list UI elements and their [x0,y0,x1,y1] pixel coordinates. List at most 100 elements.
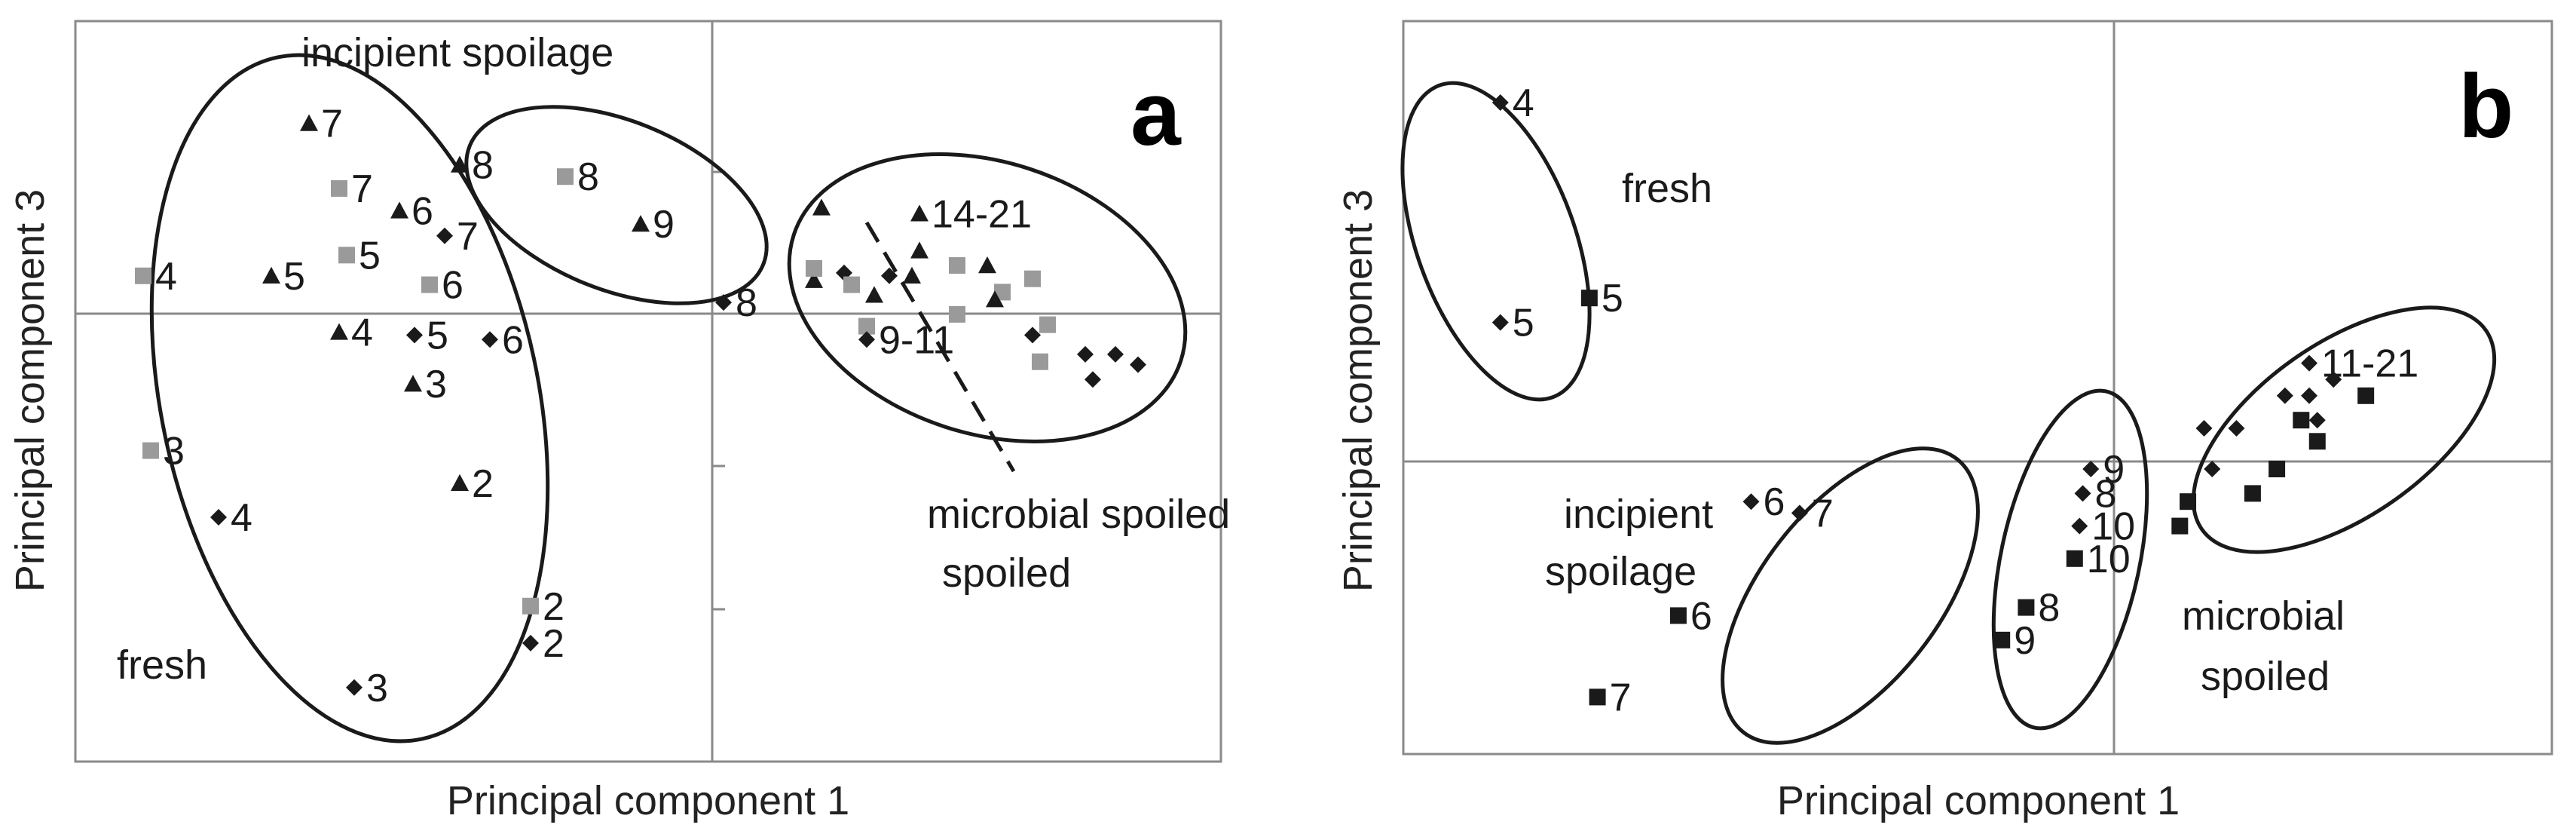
panel-b-point-diamond [2325,371,2342,388]
panel-a-point-square-gray [843,276,860,293]
panel-b-point-label: 7 [1610,676,1632,719]
panel-b-transition-cluster-ellipse [1991,388,2149,731]
panel-b-point-square [2357,387,2375,404]
panel-a-point-diamond [1024,326,1041,344]
panel-b-point-label: 8 [2038,587,2060,630]
panel-b-point-label: 7 [1812,492,1834,535]
panel-a-point-triangle [451,474,469,491]
panel-a-point-diamond [1077,345,1094,363]
panel-b-point-diamond [2301,387,2318,404]
panel-a-point-triangle [978,256,996,274]
panel-b-point-diamond [2228,420,2245,437]
panel-b-point-square [1993,631,2011,648]
panel-a-point-label: 8 [577,155,599,199]
panel-b-point-diamond [2276,387,2293,404]
panel-b-point-label: 6 [1763,480,1785,524]
panel-a-point-label: 5 [359,234,381,277]
panel-a-point-triangle [805,271,823,288]
panel-b-point-label: 10 [2091,505,2135,549]
panel-b-point-square [2244,485,2261,502]
panel-a-point-diamond [1107,345,1124,363]
panel-a-point-label: 3 [366,667,388,710]
panel-b-point-label: 8 [2095,472,2117,516]
panel-a-point-square-gray [1032,353,1048,370]
panel-b-y-axis-title: Principal component 3 [1335,189,1381,592]
panel-a-point-diamond [436,227,453,244]
panel-a-point-diamond [346,679,363,696]
panel-a-point-triangle [262,266,280,284]
panel-a-point-diamond [1130,356,1146,373]
panel-a-point-diamond [406,326,423,344]
panel-b-x-axis-title: Principal component 1 [1777,778,2180,823]
panel-b-point-label: 6 [1690,594,1712,638]
panel-a-point-diamond [858,331,875,348]
panel-b-point-square [1669,607,1687,624]
panel-b-point-diamond [2301,354,2318,372]
panel-a-point-diamond [715,294,732,311]
panel-a-point-label: 7 [457,215,479,259]
panel-b-point-label: 5 [1513,302,1534,345]
panel-b-point-diamond [1791,504,1808,522]
panel-a-group-label-microbial: spoiled [942,550,1071,596]
panel-a-point-square-gray [135,267,151,284]
panel-a-fresh-cluster-ellipse [149,53,550,743]
panel-a-point-triangle [865,286,883,303]
panel-a-point-square-gray [557,168,574,185]
panel-b-point-square [2066,550,2083,567]
panel-b-point-diamond [1742,493,1760,510]
panel-a-point-square-gray [142,442,159,459]
panel-a-incipient-cluster-ellipse [464,105,769,305]
panel-b-point-label: 10 [2087,538,2131,581]
panel-a-point-label: 6 [502,318,524,362]
panel-a-point-label: 14-21 [932,192,1032,236]
panel-a-point-label: 2 [472,462,494,506]
panel-b-plot-frame [1402,20,2553,756]
panel-b-point-diamond [2071,517,2088,535]
panel-b-point-square [2269,461,2286,477]
panel-b-point-diamond [1491,314,1509,331]
panel-b-point-square [2308,433,2326,450]
panel-b-point-diamond [2074,485,2091,502]
panel-a-point-label: 9-11 [879,318,954,362]
panel-b-group-label-incipient: spoilage [1545,549,1696,594]
panel-b-point-diamond [2308,412,2326,429]
panel-a-point-square-gray [949,305,965,323]
panel-a-point-square-gray [331,179,347,197]
panel-a-point-diamond [1085,371,1101,388]
panel-a-group-label-incipient: incipient spoilage [301,30,613,75]
panel-b-point-diamond [1491,94,1509,111]
panel-a-point-square-gray [806,259,822,277]
panel-b-group-label-fresh: fresh [1622,166,1712,211]
panel-a-letter: a [1130,63,1182,164]
panel-a-point-label: 6 [411,189,433,233]
panel-a-point-square-gray [858,317,875,335]
panel-a-point-square-gray [421,276,438,293]
panel-a-point-diamond [881,267,898,284]
panel-a-point-square-gray [1039,316,1056,333]
panel-a-point-label: 3 [425,363,447,406]
panel-a-point-triangle [300,114,318,131]
panel-a-point-label: 7 [351,167,373,211]
panel-a-point-square-gray [949,257,965,274]
panel-a-point-label: 7 [321,103,343,146]
panel-a-point-label: 6 [442,264,463,308]
panel-a-microbial-cluster-ellipse [787,152,1188,443]
panel-b-microbial-cluster-ellipse [2191,305,2497,554]
panel-a-point-triangle [451,155,469,173]
panel-a-point-triangle [812,198,831,216]
panel-a-point-diamond [210,508,227,526]
panel-a-point-label: 9 [653,203,675,247]
panel-a-point-triangle [910,204,929,222]
panel-a-point-label: 8 [472,144,494,188]
panel-a-point-square-gray [994,284,1011,301]
panel-a-point-label: 4 [231,496,252,540]
panel-a-point-square-gray [338,247,355,264]
panel-a-point-label: 4 [351,311,373,354]
panel-b-letter: b [2458,56,2513,157]
panel-a-point-label: 8 [736,281,757,325]
panel-a-point-triangle [903,266,921,284]
